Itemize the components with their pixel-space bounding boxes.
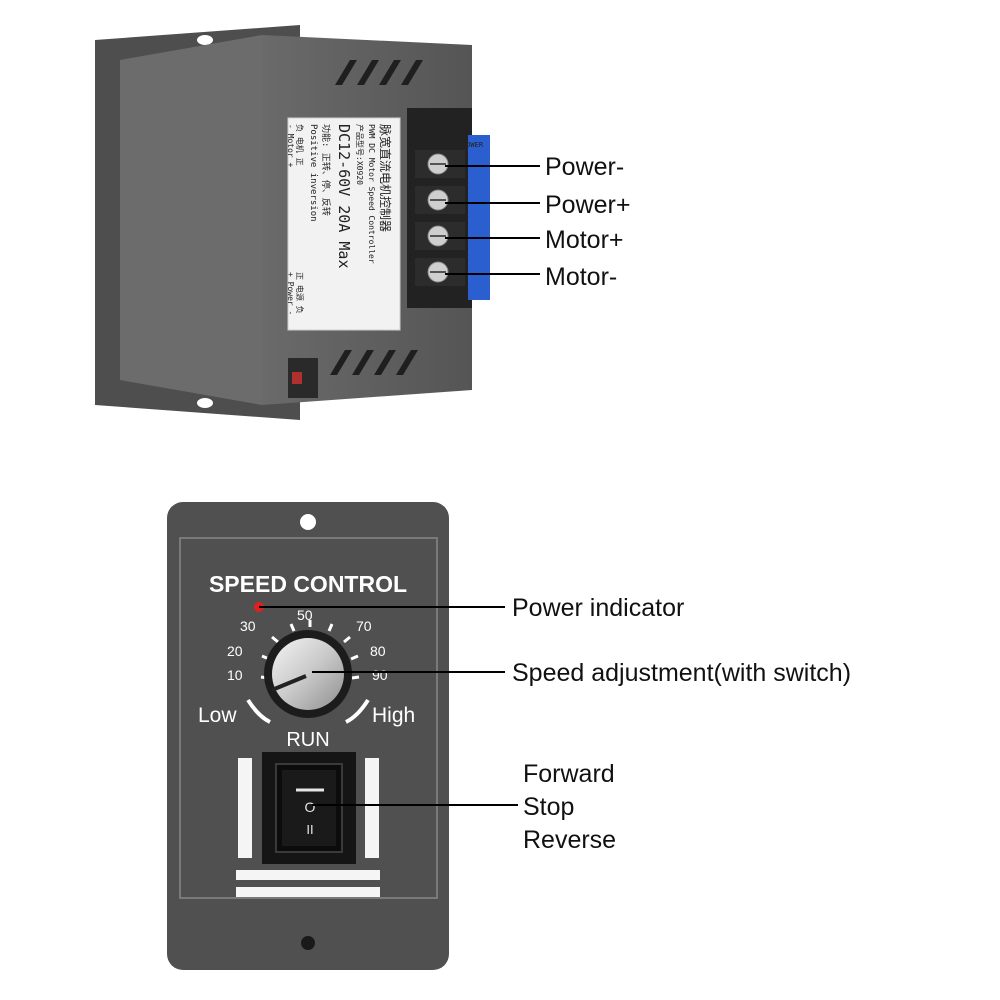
label-power-tag: + Power -	[286, 272, 295, 315]
top-callouts: Power- Power+ Motor+ Motor-	[445, 153, 630, 291]
label-high: High	[372, 704, 415, 727]
callout-motor-plus: Motor+	[545, 226, 624, 254]
flange-hole-top	[197, 35, 213, 45]
scale-labels: 10 20 30 50 70 80 90	[227, 607, 388, 683]
terminal-screw-1	[415, 150, 465, 178]
terminal-block: POWER	[407, 108, 490, 308]
high-arc	[345, 698, 370, 724]
mount-hole-top	[300, 514, 316, 530]
bottom-vents	[330, 350, 418, 375]
scale-50: 50	[297, 607, 313, 623]
terminal-screw-3	[415, 222, 465, 250]
label-run: RUN	[286, 729, 329, 751]
direction-switch-area: O II	[236, 752, 380, 897]
callout-reverse: Reverse	[523, 826, 616, 854]
speed-control-panel: SPEED CONTROL 10 20 30 50 70 80 90	[167, 502, 449, 970]
scale-70: 70	[356, 618, 372, 634]
top-vents	[335, 60, 423, 85]
spec-label: 脉宽直流电机控制器 PWM DC Motor Speed Controller …	[286, 117, 401, 331]
label-motor-tag-cn: 负 电机 正	[295, 124, 305, 166]
callout-forward: Forward	[523, 760, 615, 788]
terminal-screw-2	[415, 186, 465, 214]
scale-90: 90	[372, 667, 388, 683]
label-motor-tag: - Motor +	[286, 124, 295, 168]
white-stripe-2	[236, 887, 380, 897]
callout-motor-minus: Motor-	[545, 263, 617, 291]
speed-knob[interactable]	[264, 630, 352, 718]
callout-power-minus: Power-	[545, 153, 624, 181]
label-function-en: Positive inversion	[308, 124, 318, 222]
pcb-label: POWER	[462, 141, 484, 149]
housing-side	[120, 35, 262, 405]
label-power-tag-cn: 正 电源 负	[295, 272, 305, 314]
label-rating: DC12-60V 20A Max	[335, 124, 353, 269]
callout-power-plus: Power+	[545, 191, 630, 219]
panel-inner-border	[179, 537, 438, 899]
scale-20: 20	[227, 643, 243, 659]
white-stripe-1	[236, 870, 380, 880]
scale-30: 30	[240, 618, 256, 634]
scale-80: 80	[370, 643, 386, 659]
callout-stop: Stop	[523, 793, 574, 821]
mount-hole-bottom	[301, 936, 315, 950]
label-function-cn: 功能: 正转、停、反转	[320, 124, 332, 216]
label-model: 产品型号:X0920	[355, 124, 365, 185]
panel-title: SPEED CONTROL	[209, 571, 407, 597]
switch-symbol-reverse: II	[306, 822, 313, 837]
callout-speed-adjustment: Speed adjustment(with switch)	[512, 659, 851, 687]
label-title-cn: 脉宽直流电机控制器	[378, 124, 393, 232]
controller-housing: 脉宽直流电机控制器 PWM DC Motor Speed Controller …	[95, 25, 490, 420]
bottom-callouts: Power indicator Speed adjustment(with sw…	[259, 594, 851, 854]
terminal-pcb	[468, 135, 490, 300]
switch-symbol-stop: O	[305, 799, 316, 815]
scale-10: 10	[227, 667, 243, 683]
knob-pointer	[271, 674, 307, 692]
label-title-en: PWM DC Motor Speed Controller	[367, 124, 376, 264]
label-low: Low	[198, 704, 237, 727]
flange-hole-bottom	[197, 398, 213, 408]
callout-power-indicator: Power indicator	[512, 594, 684, 622]
low-arc	[246, 698, 271, 724]
rocker-switch[interactable]: O II	[275, 763, 343, 853]
terminal-screw-4	[415, 258, 465, 286]
